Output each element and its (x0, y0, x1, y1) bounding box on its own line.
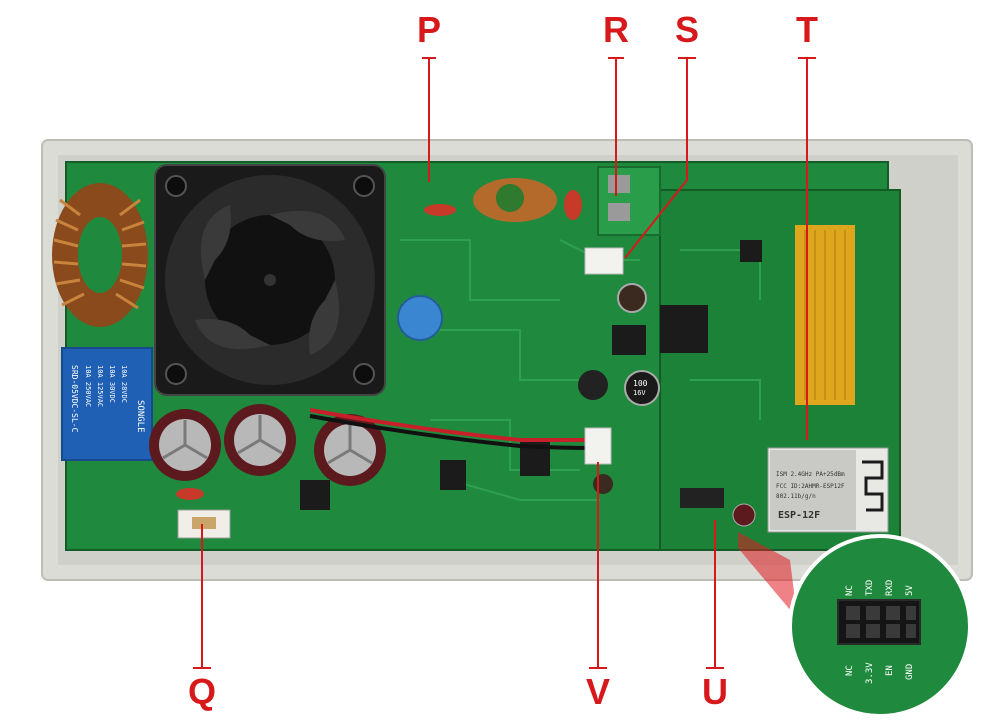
fuse-bottom-inner (192, 517, 216, 529)
ic-4 (440, 460, 466, 490)
pin-label-bottom-1: NC (845, 665, 855, 676)
mcu-chip (660, 305, 708, 353)
fan-connector (584, 247, 624, 275)
relay-rating-2: 10A 125VAC (96, 365, 104, 407)
module-wifi: 802.11b/g/n (776, 493, 816, 500)
callout-t: T (796, 9, 818, 50)
relay: SONGLE SRD-05VDC-SL-C 10A 250VAC 10A 125… (61, 347, 153, 461)
callout-p: P (416, 9, 441, 50)
diode-bottom (176, 488, 204, 500)
connector-zoom: NC TXD RXD 5V NC 3.3V EN GND (788, 534, 972, 718)
capacitor-2 (224, 404, 296, 476)
pin-label-top-4: 5V (905, 585, 915, 596)
cap-u (732, 503, 756, 527)
blue-capacitor (397, 295, 443, 341)
callout-r: R (603, 9, 629, 50)
ribbon-lines (804, 230, 846, 400)
output-terminal (597, 166, 661, 236)
small-header (680, 488, 724, 508)
callout-u: U (702, 671, 728, 712)
cooling-fan (154, 164, 386, 396)
capacitor-3 (314, 414, 386, 486)
ic-5 (300, 480, 330, 510)
diode-top (564, 190, 582, 220)
fuse-top (424, 204, 456, 216)
red-wire (309, 408, 595, 443)
small-inductor (473, 178, 557, 222)
callout-s: S (674, 9, 699, 50)
cap-value: 100 (633, 379, 648, 388)
pin-label-top-3: RXD (885, 580, 895, 596)
capacitor-1 (149, 409, 221, 481)
callout-lines (193, 57, 816, 669)
cap-voltage: 16V (633, 389, 646, 397)
pin-label-bottom-2: 3.3V (865, 662, 875, 684)
module-fcc: FCC ID:2AHMR-ESP12F (776, 483, 845, 490)
module-model: ESP-12F (778, 510, 820, 521)
callout-q: Q (187, 671, 216, 712)
toroid-inductor (52, 183, 148, 327)
inductor-v (593, 474, 613, 494)
relay-model: SRD-05VDC-SL-C (70, 365, 79, 433)
relay-rating-3: 10A 30VDC (108, 365, 116, 403)
ic-6 (740, 240, 762, 262)
zoom-beam (738, 532, 900, 705)
relay-rating-1: 10A 250VAC (84, 365, 92, 407)
pin-label-top-2: TXD (865, 580, 875, 596)
cap-small-1 (617, 283, 647, 313)
relay-brand: SONGLE (135, 400, 145, 433)
cap-small-2: 100 16V (624, 370, 660, 406)
pin-label-bottom-3: EN (885, 665, 895, 676)
inductor-black (578, 370, 608, 400)
relay-rating-4: 10A 28VDC (120, 365, 128, 403)
pin-label-top-1: NC (845, 585, 855, 596)
wire-connector (584, 427, 612, 465)
wifi-module: ESP-12F FCC ID:2AHMR-ESP12F ISM 2.4GHz P… (767, 447, 889, 533)
ic-2 (612, 325, 646, 355)
black-wire (309, 414, 596, 450)
callout-v: V (585, 671, 610, 712)
pin-label-bottom-4: GND (905, 664, 915, 680)
module-band: ISM 2.4GHz PA+25dBm (776, 471, 845, 478)
